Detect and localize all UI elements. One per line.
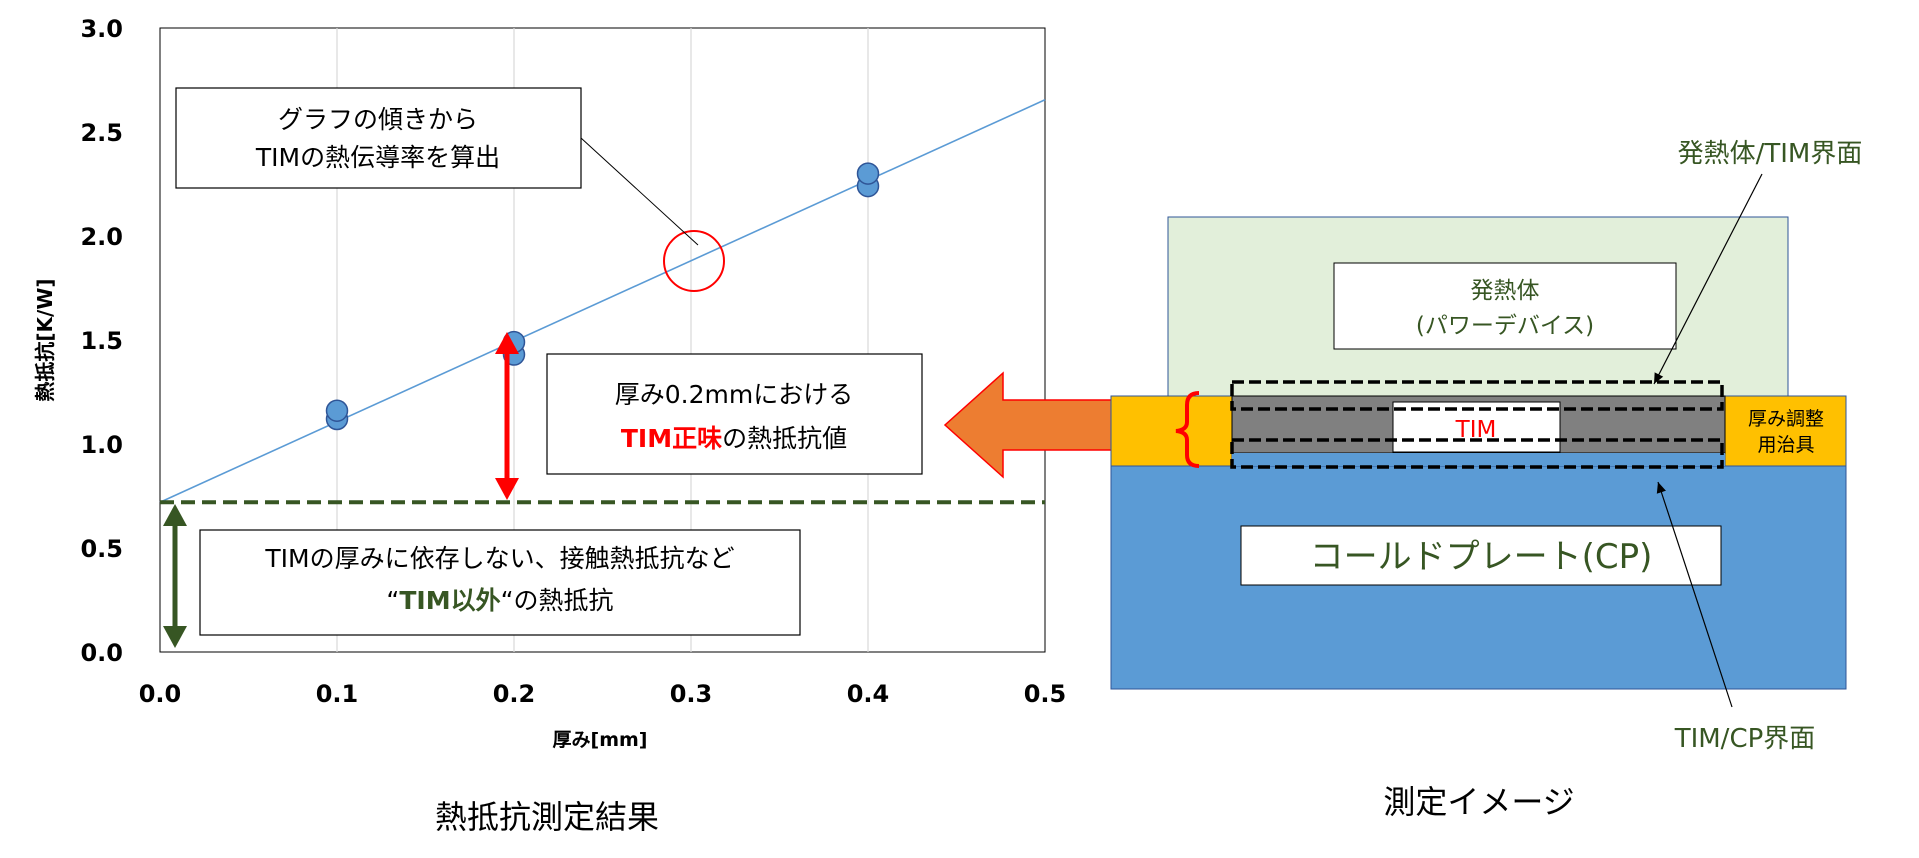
net-tim-annotation-box bbox=[546, 353, 923, 475]
slope-annotation-box bbox=[175, 87, 582, 189]
coldplate-label-box bbox=[1240, 525, 1722, 586]
slope-leader-line bbox=[580, 137, 699, 246]
slope-highlight-circle bbox=[663, 230, 725, 292]
other-resistance-line1: TIMの厚みに依存しない、接触熱抵抗など bbox=[264, 544, 734, 573]
heater-label-line1: 発熱体 bbox=[1471, 278, 1540, 304]
other-double-arrow bbox=[163, 504, 187, 648]
red-bracket bbox=[1175, 391, 1200, 468]
net-tim-double-arrow bbox=[495, 332, 519, 500]
y-tick-label: 3.0 bbox=[80, 15, 123, 43]
net-tim-rest: の熱抵抗値 bbox=[722, 424, 847, 453]
net-tim-bold: TIM正味 bbox=[621, 424, 722, 453]
x-tick-label: 0.5 bbox=[1024, 680, 1067, 708]
bottom-interface-leader bbox=[1656, 481, 1733, 708]
x-tick-label: 0.1 bbox=[316, 680, 359, 708]
slope-annotation-line1: グラフの傾きから bbox=[278, 105, 478, 134]
fit-line-group bbox=[159, 99, 1046, 503]
y-tick-label: 1.5 bbox=[80, 327, 123, 355]
y-tick-labels: 0.0 0.5 1.0 1.5 2.0 2.5 3.0 bbox=[80, 15, 123, 667]
chart: 0.0 0.5 1.0 1.5 2.0 2.5 3.0 0.0 0.1 0.2 0.3 0.4 0.5… bbox=[33, 15, 1066, 836]
heater-label-line2: (パワーデバイス) bbox=[1416, 313, 1594, 339]
heater-label-box bbox=[1333, 262, 1677, 350]
chart-caption: 熱抵抗測定結果 bbox=[435, 798, 659, 836]
data-point bbox=[856, 162, 880, 185]
y-tick-label: 1.0 bbox=[80, 431, 123, 459]
x-tick-labels: 0.0 0.1 0.2 0.3 0.4 0.5 bbox=[139, 680, 1067, 708]
jig-label-line1: 厚み調整 bbox=[1748, 408, 1824, 430]
other-resistance-box bbox=[199, 529, 801, 636]
y-tick-label: 0.5 bbox=[80, 535, 123, 563]
y-tick-label: 2.5 bbox=[80, 119, 123, 147]
tim-cp-interface-box bbox=[1230, 438, 1724, 469]
jig-right bbox=[1724, 395, 1847, 467]
data-point bbox=[325, 399, 349, 422]
data-points bbox=[325, 162, 880, 431]
heater-tim-interface-label: 発熱体/TIM界面 bbox=[1678, 139, 1863, 169]
diagram-caption: 測定イメージ bbox=[1383, 783, 1574, 821]
coldplate-label: コールドプレート(CP) bbox=[1310, 537, 1653, 577]
y-tick-label: 2.0 bbox=[80, 223, 123, 251]
x-tick-label: 0.4 bbox=[847, 680, 890, 708]
x-axis-title: 厚み[mm] bbox=[553, 729, 648, 751]
other-resistance-line2: “TIM以外“の熱抵抗 bbox=[386, 586, 613, 615]
measurement-diagram: 発熱体 (パワーデバイス) コールドプレート(CP) 厚み調整 用治具 TIM … bbox=[1110, 139, 1863, 821]
net-tim-line1: 厚み0.2mmにおける bbox=[615, 380, 853, 409]
other-resistance-bold: TIM以外 bbox=[399, 586, 500, 615]
y-axis-title: 熱抵抗[K/W] bbox=[33, 278, 57, 401]
slope-annotation-line2: TIMの熱伝導率を算出 bbox=[255, 143, 500, 172]
tim-cp-interface-label: TIM/CP界面 bbox=[1674, 724, 1816, 754]
jig-left bbox=[1110, 395, 1233, 467]
jig-label-line2: 用治具 bbox=[1757, 434, 1814, 456]
big-orange-arrow bbox=[943, 371, 1119, 479]
net-tim-line2: TIM正味の熱抵抗値 bbox=[621, 424, 847, 453]
top-interface-leader bbox=[1653, 173, 1763, 385]
heater-tim-interface-box bbox=[1230, 380, 1724, 411]
x-tick-label: 0.3 bbox=[670, 680, 713, 708]
fit-line bbox=[159, 99, 1046, 503]
tim-gap bbox=[1232, 453, 1725, 466]
x-tick-label: 0.2 bbox=[493, 680, 536, 708]
x-tick-label: 0.0 bbox=[139, 680, 182, 708]
y-tick-label: 0.0 bbox=[80, 639, 123, 667]
